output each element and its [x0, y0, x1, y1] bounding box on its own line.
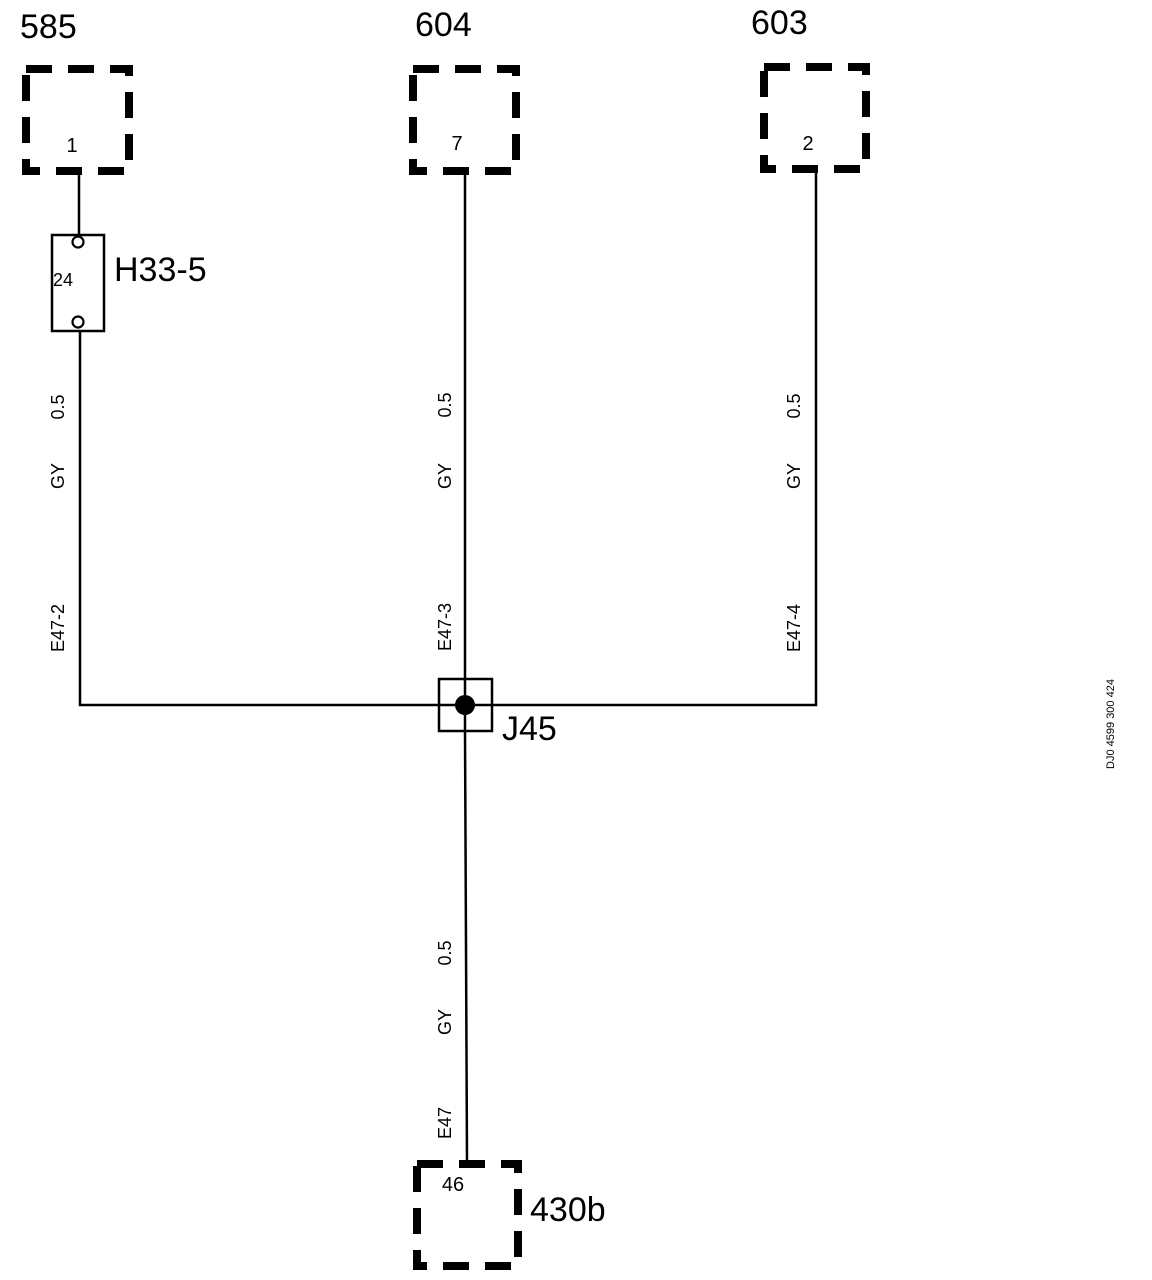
document-reference: DJ0 4599 300 424	[1105, 679, 1117, 769]
connector-430b: 46 430b	[413, 1160, 606, 1270]
connector-603: 603 2	[751, 4, 870, 173]
wire-color: GY	[435, 1009, 455, 1035]
splice-box	[50, 233, 106, 333]
wire-id: E47-3	[435, 603, 455, 651]
connector-430b-pin: 46	[442, 1174, 464, 1196]
connector-604-pin: 7	[451, 133, 462, 155]
wire-e47-labels: 0.5 GY E47	[435, 940, 455, 1139]
wire-e47-3-labels: 0.5 GY E47-3	[435, 392, 455, 651]
junction-dot	[455, 695, 475, 715]
wire-e47-2	[78, 330, 440, 707]
connector-585-box	[22, 65, 133, 175]
splice-label: H33-5	[114, 251, 207, 289]
connector-585-pin: 1	[66, 135, 77, 157]
connector-585: 585 1	[20, 8, 133, 175]
wire-e47-2-labels: 0.5 GY E47-2	[48, 394, 68, 652]
connector-585-label: 585	[20, 8, 77, 46]
connector-604-label: 604	[415, 6, 472, 44]
splice-terminal-top	[71, 235, 85, 249]
wire-id: E47-4	[784, 604, 804, 652]
wire-e47	[463, 730, 469, 1163]
connector-430b-box	[413, 1160, 522, 1270]
connector-430b-label: 430b	[530, 1191, 606, 1229]
wire-e47-4-labels: 0.5 GY E47-4	[784, 393, 804, 652]
wire-size: 0.5	[435, 940, 455, 965]
wire-id: E47-2	[48, 604, 68, 652]
connector-604-box	[409, 65, 520, 175]
splice-h33-5: 24 H33-5	[50, 171, 207, 333]
wire-size: 0.5	[48, 394, 68, 419]
connector-603-pin: 2	[802, 133, 813, 155]
junction-label: J45	[502, 710, 557, 748]
wire-color: GY	[435, 463, 455, 489]
wire-e47-4	[492, 170, 818, 707]
connector-603-box	[760, 63, 870, 173]
wire-color: GY	[784, 463, 804, 489]
junction-j45: J45	[437, 677, 557, 748]
connector-603-label: 603	[751, 4, 808, 42]
connector-604: 604 7	[409, 6, 520, 175]
splice-terminal-bottom	[71, 315, 85, 329]
wire-id: E47	[435, 1107, 455, 1139]
wire-size: 0.5	[784, 393, 804, 418]
wire-color: GY	[48, 463, 68, 489]
wire-size: 0.5	[435, 392, 455, 417]
splice-pin: 24	[53, 270, 73, 290]
